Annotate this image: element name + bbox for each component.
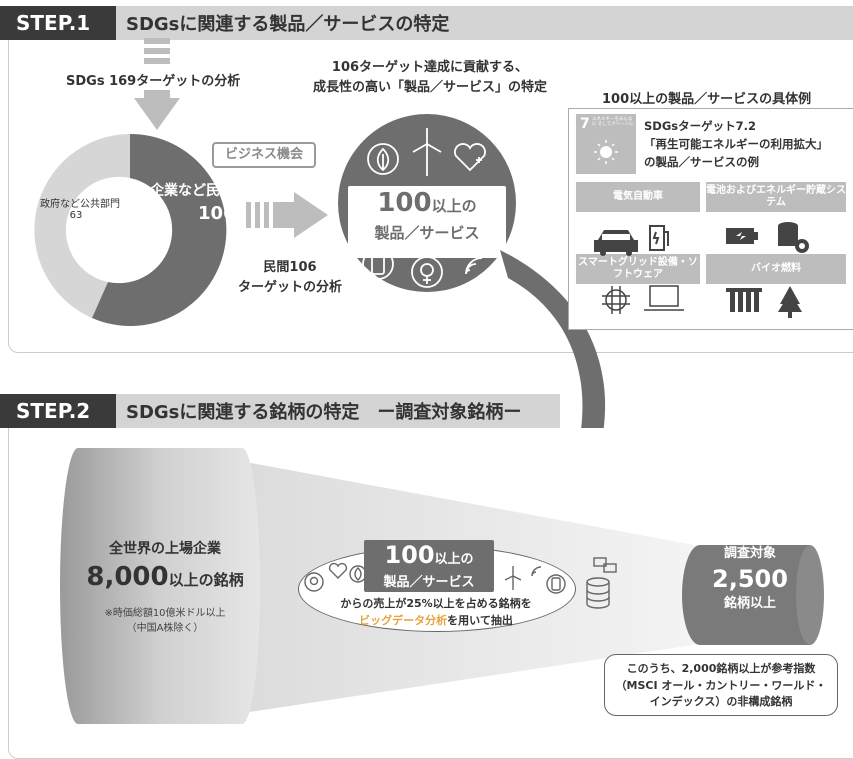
- circle-main-text: 100以上の 製品／サービス: [348, 186, 506, 258]
- card-smart-grid: スマートグリッド設備・ソフトウェア: [576, 254, 700, 284]
- analysis-label: SDGs 169ターゲットの分析: [66, 74, 241, 89]
- private-sector-segment: [92, 133, 227, 326]
- card-electric-vehicle: 電気自動車: [576, 182, 700, 212]
- mid-suffix: 以上の: [434, 552, 474, 567]
- note-line1: このうち、2,000銘柄以上が参考指数: [626, 662, 816, 675]
- signal-icon: [465, 257, 483, 275]
- private-right-arrow: [246, 192, 328, 238]
- signal-icon: [531, 566, 542, 577]
- right-number: 2,500: [712, 565, 788, 594]
- target-text: SDGsターゲット7.2 「再生可能エネルギーの利用拡大」 の製品／サービスの例: [644, 118, 828, 171]
- sdg7-text: エネルギーをみんなに そしてクリーンに: [592, 117, 634, 128]
- card-battery-storage-label: 電池およびエネルギー貯蔵システム: [706, 185, 846, 208]
- step2-tag-text: STEP.2: [16, 399, 91, 423]
- middle-caption: からの売上が25%以上を占める銘柄を ビッグデータ分析を用いて抽出: [308, 596, 564, 629]
- left-line1: 全世界の上場企業: [109, 541, 221, 557]
- leaf-icon: [367, 143, 399, 175]
- step1-title: SDGsに関連する製品／サービスの特定: [126, 14, 450, 35]
- public-sector-value: 63: [69, 210, 83, 221]
- gender-icon: [411, 256, 443, 288]
- medical-heart-icon: [454, 143, 486, 172]
- right-cylinder-text: 調査対象 2,500 銘柄以上: [680, 546, 820, 613]
- left-cylinder-text: 全世界の上場企業 8,000以上の銘柄: [60, 538, 270, 592]
- private-analysis-line1: 民間106: [263, 260, 317, 275]
- right-suffix: 銘柄以上: [723, 596, 776, 612]
- mid-text1: からの売上が25%以上を占める銘柄を: [340, 597, 532, 610]
- step1-tag: STEP.1: [0, 6, 116, 40]
- charger-icon: [649, 225, 669, 251]
- storage-gear-icon: [778, 222, 809, 253]
- sun-icon: [594, 140, 618, 164]
- target-line2: 「再生可能エネルギーの利用拡大」: [644, 136, 828, 151]
- note-line3: インデックス）の非構成銘柄: [649, 695, 793, 708]
- step2-title: SDGsに関連する銘柄の特定 ー調査対象銘柄ー: [126, 402, 522, 423]
- private-sector-value: 106: [198, 203, 236, 224]
- mid-text2-highlight: ビッグデータ分析: [359, 613, 448, 627]
- business-badge-text: ビジネス機会: [224, 147, 303, 162]
- center-heading-line1: 106ターゲット達成に貢献する、: [331, 60, 529, 75]
- test-tubes-icon: [726, 288, 762, 312]
- sector-donut-chart: [34, 133, 227, 326]
- business-badge: ビジネス機会: [212, 142, 316, 168]
- public-sector-segment: [34, 134, 131, 318]
- public-sector-label: 政府など公共部門: [40, 199, 120, 210]
- car-icon: [594, 230, 638, 256]
- mid-number: 100: [384, 541, 435, 569]
- left-note1: ※時価総額10億米ドル以上: [104, 608, 226, 619]
- private-analysis-line2: ターゲットの分析: [237, 280, 342, 296]
- center-heading: 106ターゲット達成に貢献する、 成長性の高い「製品／サービス」の特定: [300, 58, 560, 98]
- circle-main-suffix: 以上の: [431, 197, 477, 215]
- left-big-number: 8,000: [86, 562, 169, 592]
- examples-heading: 100以上の製品／サービスの具体例: [602, 92, 812, 107]
- card-electric-vehicle-label: 電気自動車: [613, 191, 663, 202]
- left-note2: （中国A株除く）: [126, 623, 204, 634]
- right-label: 調査対象: [723, 546, 776, 561]
- circle-main-number: 100: [377, 188, 432, 218]
- card-battery-storage: 電池およびエネルギー貯蔵システム: [706, 182, 846, 212]
- medical-heart-icon: [328, 562, 348, 579]
- step2-tag-arrow: [100, 394, 114, 428]
- battery-icon: [726, 228, 758, 244]
- gender-icon: [304, 572, 324, 592]
- private-sector-label: 企業など民間部門: [150, 183, 262, 199]
- mid-line2: 製品／サービス: [383, 575, 475, 590]
- left-note: ※時価総額10億米ドル以上 （中国A株除く）: [60, 606, 270, 636]
- middle-box: 100以上の 製品／サービス: [364, 540, 494, 592]
- wind-turbine-icon: [412, 128, 442, 176]
- sdg7-number: 7: [580, 116, 590, 132]
- sdg7-tile: 7 エネルギーをみんなに そしてクリーンに: [576, 114, 636, 174]
- mid-text2-rest: を用いて抽出: [447, 613, 513, 627]
- wind-turbine-icon: [504, 566, 522, 590]
- note-line2: （MSCI オール・カントリー・ワールド・: [615, 678, 827, 692]
- target-line1: SDGsターゲット7.2: [644, 119, 756, 133]
- step1-header-bar: [0, 6, 853, 40]
- phone-icon: [546, 574, 566, 594]
- card-biofuel-label: バイオ燃料: [751, 263, 801, 274]
- laptop-icon: [644, 285, 684, 311]
- circle-main-line2: 製品／サービス: [374, 224, 480, 242]
- grid-icon: [602, 286, 630, 314]
- database-icon: [586, 557, 617, 609]
- center-heading-line2: 成長性の高い「製品／サービス」の特定: [312, 80, 547, 96]
- target-line3: の製品／サービスの例: [644, 154, 759, 169]
- note-box: このうち、2,000銘柄以上が参考指数 （MSCI オール・カントリー・ワールド…: [604, 654, 838, 716]
- tree-icon: [778, 286, 802, 318]
- analysis-down-arrow: [134, 38, 180, 130]
- left-big-suffix: 以上の銘柄: [168, 571, 244, 589]
- step1-tag-text: STEP.1: [16, 11, 91, 35]
- card-biofuel: バイオ燃料: [706, 254, 846, 284]
- step2-tag: STEP.2: [0, 394, 116, 428]
- private-analysis-label: 民間106 ターゲットの分析: [232, 258, 348, 298]
- step1-tag-arrow: [100, 6, 114, 40]
- card-icons: [594, 222, 809, 318]
- card-smart-grid-label: スマートグリッド設備・ソフトウェア: [578, 257, 698, 280]
